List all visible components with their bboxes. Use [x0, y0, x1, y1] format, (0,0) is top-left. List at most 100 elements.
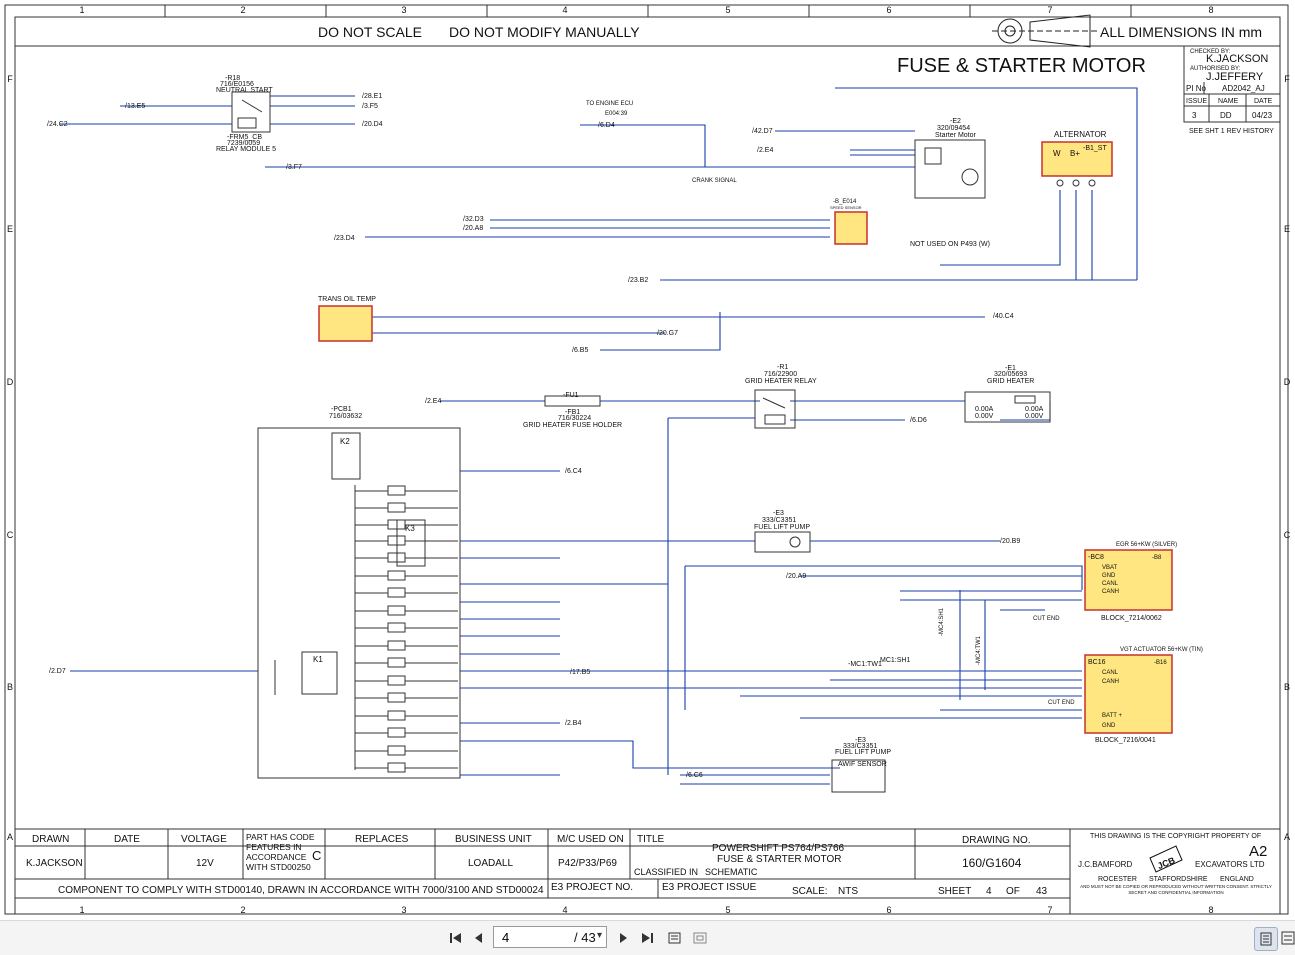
svg-text:DD: DD: [1220, 111, 1232, 120]
svg-text:E3 PROJECT NO.: E3 PROJECT NO.: [551, 882, 633, 893]
svg-text:AWIF SENSOR: AWIF SENSOR: [838, 761, 887, 768]
svg-text:EGR 56+KW (SILVER): EGR 56+KW (SILVER): [1116, 542, 1177, 548]
svg-text:0.00V: 0.00V: [975, 413, 994, 420]
scroll-view-button[interactable]: [1277, 927, 1295, 949]
svg-text:PI No: PI No: [1186, 84, 1207, 93]
svg-text:CLASSIFIED IN: CLASSIFIED IN: [634, 867, 698, 877]
svg-text:ALTERNATOR: ALTERNATOR: [1054, 130, 1107, 139]
pcb-fuse: [387, 640, 406, 651]
single-page-view-button[interactable]: [1254, 927, 1278, 951]
svg-text:0.00A: 0.00A: [1025, 406, 1044, 413]
first-page-icon: [450, 933, 461, 943]
svg-text:-E1: -E1: [1005, 365, 1016, 372]
cross-reference: /28.E1: [362, 93, 382, 100]
mc1-sh1-label: MC1:SH1: [880, 657, 910, 664]
svg-text:CANH: CANH: [1102, 679, 1119, 685]
cross-reference: /20.A8: [463, 225, 483, 232]
svg-text:CANL: CANL: [1102, 670, 1119, 676]
svg-text:EXCAVATORS LTD: EXCAVATORS LTD: [1195, 860, 1265, 869]
pcb-fuse: [387, 570, 406, 581]
trans-oil-temp-sensor: TRANS OIL TEMP: [318, 296, 376, 342]
next-page-button[interactable]: [612, 927, 634, 949]
cross-reference: /23.D4: [334, 235, 355, 242]
cross-reference: /42.D7: [752, 128, 773, 135]
pcb-fuse: [387, 727, 406, 738]
viewer-toolbar: / 43 ▾: [0, 920, 1295, 955]
cross-reference: /6.B5: [572, 347, 588, 354]
svg-text:04/23: 04/23: [1252, 111, 1273, 120]
svg-text:-FRM5_CB: -FRM5_CB: [227, 134, 262, 141]
svg-text:TRANS OIL TEMP: TRANS OIL TEMP: [318, 296, 376, 303]
svg-text:0.00A: 0.00A: [975, 406, 994, 413]
pcb-fuse: [387, 587, 406, 598]
grid-row-label: D: [7, 377, 14, 387]
engine-ecu-label: TO ENGINE ECU: [586, 101, 633, 107]
grid-row-label: C: [1284, 530, 1291, 540]
grid-row-label: E: [1284, 224, 1290, 234]
svg-text:CANH: CANH: [1102, 589, 1119, 595]
page-number-input[interactable]: [500, 928, 574, 946]
svg-text:DRAWN: DRAWN: [32, 834, 69, 845]
svg-text:-B8: -B8: [1152, 555, 1162, 561]
svg-text:K3: K3: [405, 524, 415, 533]
alternator: ALTERNATOR W B+ -B1_ST: [1041, 130, 1113, 187]
pcb-fuse: [387, 745, 406, 756]
last-page-button[interactable]: [636, 927, 658, 949]
svg-text:J.JEFFERY: J.JEFFERY: [1206, 71, 1264, 83]
svg-text:K.JACKSON: K.JACKSON: [1206, 53, 1268, 65]
grid-row-label: D: [1284, 377, 1291, 387]
sheet-title: FUSE & STARTER MOTOR: [897, 55, 1146, 77]
previous-page-button[interactable]: [468, 927, 490, 949]
svg-text:BLOCK_7216/0041: BLOCK_7216/0041: [1095, 737, 1156, 744]
svg-text:SHEET: SHEET: [938, 886, 971, 897]
svg-text:-E3: -E3: [773, 510, 784, 517]
projection-symbol-icon: [992, 14, 1098, 48]
cross-reference: /32.D3: [463, 216, 484, 223]
pcb-fuse: [387, 657, 406, 668]
svg-text:716/22900: 716/22900: [764, 371, 797, 378]
svg-text:ROCESTER: ROCESTER: [1098, 876, 1137, 883]
fit-width-button[interactable]: [689, 927, 711, 949]
svg-text:333/C3351: 333/C3351: [843, 743, 877, 750]
fit-page-button[interactable]: [664, 927, 686, 949]
svg-text:K2: K2: [340, 437, 350, 446]
cross-reference: /2.E4: [757, 147, 773, 154]
svg-text:-E2: -E2: [950, 118, 961, 125]
last-page-icon: [642, 933, 653, 943]
svg-text:333/C3351: 333/C3351: [762, 517, 796, 524]
pcb-fuse: [387, 692, 406, 703]
jcb-logo: JCB: [1149, 845, 1183, 873]
page-selector[interactable]: / 43 ▾: [493, 926, 607, 948]
grid-col-label: 2: [240, 905, 245, 915]
first-page-button[interactable]: [445, 927, 467, 949]
cross-reference: /24.C2: [47, 121, 68, 128]
svg-text:BUSINESS UNIT: BUSINESS UNIT: [455, 834, 532, 845]
grid-row-label: C: [7, 530, 14, 540]
cross-reference: /20.A9: [786, 573, 806, 580]
grid-heater: -E1 320/05693 GRID HEATER 0.00A 0.00V 0.…: [964, 365, 1051, 423]
grid-col-label: 2: [240, 5, 245, 15]
grid-col-label: 4: [562, 905, 567, 915]
page-total: / 43: [574, 929, 596, 945]
fuel-lift-pump-upper: -E3 333/C3351 FUEL LIFT PUMP: [754, 510, 811, 553]
pcb-fuse: [387, 605, 406, 616]
svg-text:4: 4: [986, 886, 992, 897]
svg-text:BC16: BC16: [1088, 659, 1106, 666]
svg-text:-B_E014: -B_E014: [833, 199, 857, 205]
grid-row-label: E: [7, 224, 13, 234]
page-dropdown-icon[interactable]: ▾: [596, 930, 602, 941]
svg-text:A2: A2: [1249, 843, 1267, 860]
svg-text:GND: GND: [1102, 723, 1116, 729]
fuel-lift-pump-awif: -E3 333/C3351 FUEL LIFT PUMP AWIF SENSOR: [831, 737, 891, 793]
neutral-start-relay: -R18 716/E0156 NEUTRAL START -FRM5_CB 72…: [216, 75, 276, 153]
pcb-fuse: [387, 622, 406, 633]
svg-text:E3 PROJECT ISSUE: E3 PROJECT ISSUE: [662, 882, 757, 893]
svg-text:-FU1: -FU1: [563, 392, 579, 399]
relay-fuse-board-pcb1: -PCB1 716/03632 K2 K3 K1: [257, 406, 461, 779]
svg-text:320/05693: 320/05693: [994, 371, 1027, 378]
svg-text:-B1_ST: -B1_ST: [1083, 145, 1107, 152]
svg-text:STAFFORDSHIRE: STAFFORDSHIRE: [1149, 876, 1208, 883]
pcb-fuse: [387, 675, 406, 686]
